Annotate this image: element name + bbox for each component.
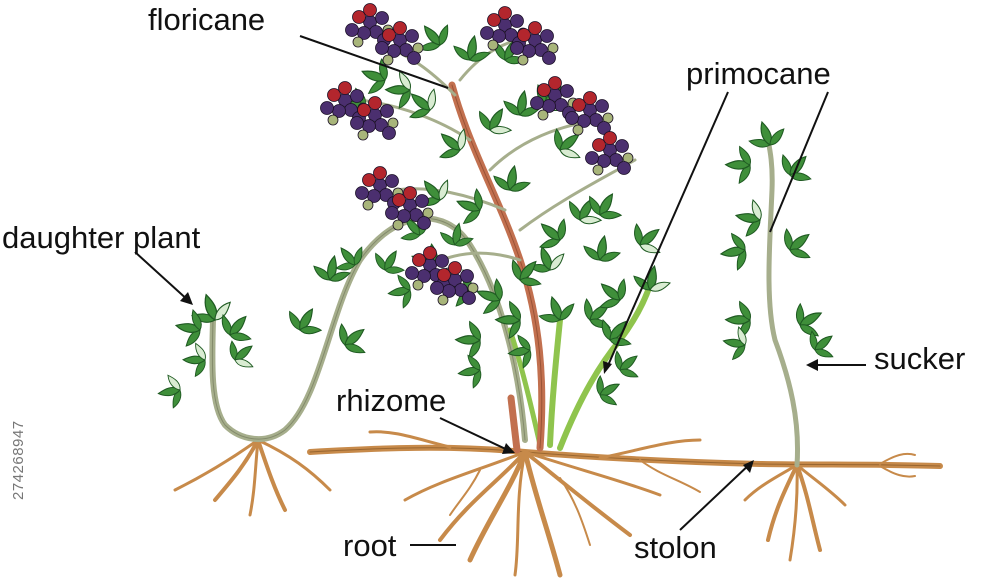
berry	[449, 262, 462, 275]
berry	[369, 97, 382, 110]
berry	[328, 115, 338, 125]
berry	[561, 85, 574, 98]
berry	[511, 42, 524, 55]
berry	[376, 12, 389, 25]
berry	[584, 92, 597, 105]
berry	[543, 52, 556, 65]
berry	[461, 270, 474, 283]
berry	[604, 132, 617, 145]
berry	[364, 4, 377, 17]
berry	[394, 22, 407, 35]
berry	[436, 255, 449, 268]
label-sucker: sucker	[874, 343, 965, 374]
root-system	[175, 432, 940, 575]
berry	[438, 295, 448, 305]
berry	[573, 125, 583, 135]
leader-primocane-2	[770, 92, 828, 232]
berry	[404, 187, 417, 200]
leader-primocane-1	[606, 92, 728, 370]
label-stolon: stolon	[634, 532, 717, 563]
berry	[376, 42, 389, 55]
arrowhead-sucker	[806, 359, 818, 371]
label-primocane: primocane	[686, 58, 831, 89]
berry	[406, 267, 419, 280]
berry	[424, 247, 437, 260]
berry	[386, 207, 399, 220]
berry	[358, 130, 368, 140]
berry	[413, 280, 423, 290]
berry	[481, 27, 494, 40]
berry	[431, 282, 444, 295]
berry	[511, 15, 524, 28]
label-daughter-plant: daughter plant	[2, 222, 200, 253]
leader-daughter-plant	[135, 252, 190, 302]
berry	[586, 152, 599, 165]
berry	[353, 37, 363, 47]
berry	[541, 30, 554, 43]
berry	[593, 165, 603, 175]
berry	[321, 102, 334, 115]
sucker-cane	[768, 140, 798, 465]
berry	[351, 117, 364, 130]
berry	[406, 30, 419, 43]
rhizome-stub	[511, 398, 517, 450]
berry	[618, 162, 631, 175]
berry	[393, 220, 403, 230]
berry	[351, 90, 364, 103]
berry	[549, 77, 562, 90]
berry	[383, 127, 396, 140]
berry	[346, 24, 359, 37]
berry	[383, 55, 393, 65]
berry	[616, 140, 629, 153]
berry	[463, 292, 476, 305]
berry	[418, 217, 431, 230]
berry	[408, 52, 421, 65]
label-rhizome: rhizome	[336, 385, 446, 416]
arrowhead-primocane	[603, 361, 612, 374]
label-root: root	[343, 530, 396, 561]
stock-id-watermark: 274268947	[4, 340, 34, 500]
berry	[499, 7, 512, 20]
berry	[356, 187, 369, 200]
berry	[339, 82, 352, 95]
berry	[363, 200, 373, 210]
berry	[529, 22, 542, 35]
leader-stolon	[680, 462, 752, 530]
berry	[531, 97, 544, 110]
berry	[518, 55, 528, 65]
berry	[381, 105, 394, 118]
berry	[596, 100, 609, 113]
berry	[416, 195, 429, 208]
stock-id-text: 274268947	[10, 420, 27, 500]
berry	[538, 110, 548, 120]
label-floricane: floricane	[148, 4, 265, 35]
berry	[374, 167, 387, 180]
berry	[488, 40, 498, 50]
berry	[566, 112, 579, 125]
berry	[386, 175, 399, 188]
